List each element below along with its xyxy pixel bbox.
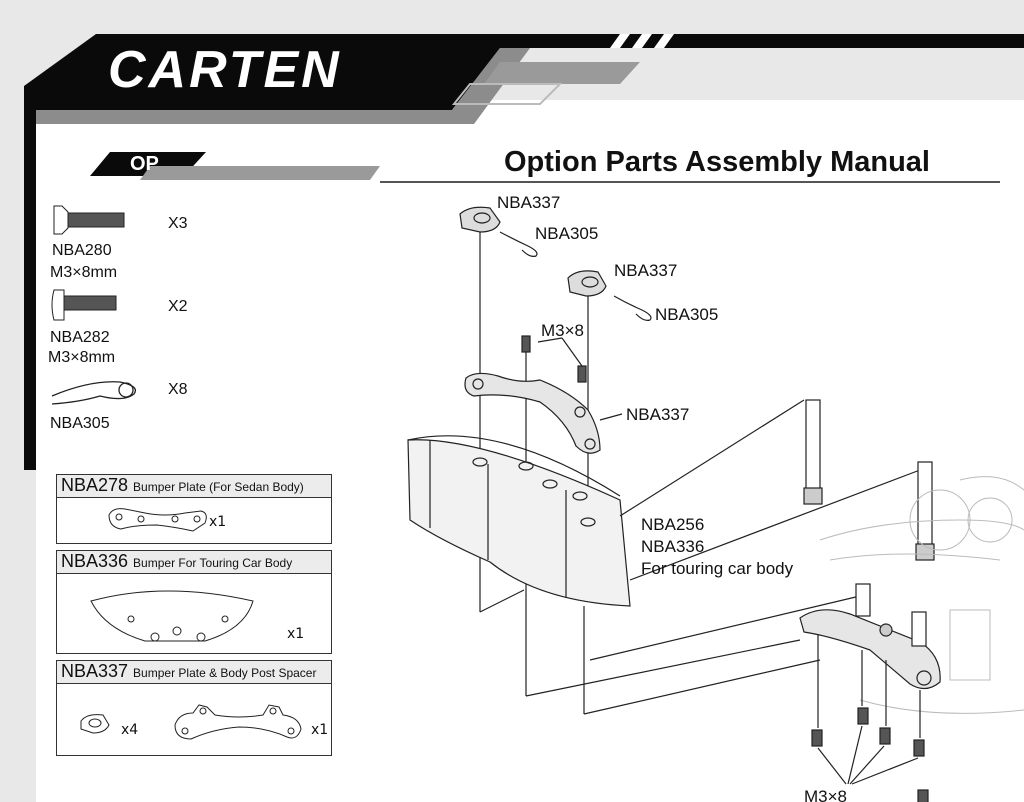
body-clip-icon: [51, 381, 137, 405]
body-post-part: [917, 461, 933, 547]
flat-head-screw-icon: [53, 205, 125, 235]
callout-clip-top: NBA305: [535, 224, 599, 243]
callout-bumper-note: For touring car body: [641, 559, 794, 578]
button-head-screw-icon: [51, 289, 117, 321]
chassis-plate-part: [799, 609, 941, 690]
hw-code-1: NBA280: [52, 242, 112, 259]
part-box-qty-small: x4: [121, 722, 139, 738]
screw-part: [879, 727, 891, 745]
callout-screw-bottom: M3×8: [804, 787, 847, 802]
hw-code-3: NBA305: [50, 415, 110, 432]
clip-part-mid: [613, 295, 652, 321]
hw-qty-1: X3: [168, 215, 188, 232]
part-box-nba278: NBA278 Bumper Plate (For Sedan Body) x1: [56, 474, 332, 544]
bumper-part: [407, 439, 631, 607]
bumper-plate-part: [464, 372, 601, 454]
part-box-code: NBA278: [61, 475, 129, 495]
part-box-qty: x1: [287, 626, 305, 642]
part-box-desc: Bumper For Touring Car Body: [133, 556, 293, 570]
hw-size-1: M3×8mm: [50, 264, 118, 281]
part-box-nba336: NBA336 Bumper For Touring Car Body x1: [56, 550, 332, 654]
spacer-part-mid: [567, 270, 607, 297]
part-box-code: NBA336: [61, 551, 129, 571]
screw-part: [521, 335, 531, 353]
clip-part-top: [499, 231, 538, 257]
hw-qty-3: X8: [168, 381, 188, 398]
callout-bumper-code-1: NBA256: [641, 515, 705, 534]
screw-part: [857, 707, 869, 725]
header-band: [24, 34, 1024, 470]
page-title: Option Parts Assembly Manual: [504, 146, 930, 178]
part-box-desc: Bumper Plate & Body Post Spacer: [133, 666, 317, 680]
header-stripe: [36, 48, 530, 124]
bumper-plate-sketch: [108, 508, 207, 532]
callout-plate: NBA337: [626, 405, 690, 424]
screw-part: [917, 789, 929, 802]
part-box-desc: Bumper Plate (For Sedan Body): [133, 480, 304, 494]
screw-part: [913, 739, 925, 757]
part-box-code: NBA337: [61, 661, 129, 681]
callout-clip-mid: NBA305: [655, 305, 719, 324]
screw-part: [811, 729, 823, 747]
op-badge: OP: [130, 153, 159, 175]
part-box-nba337: NBA337 Bumper Plate & Body Post Spacer x…: [56, 660, 332, 756]
assembly-diagram: [407, 206, 1024, 802]
callout-spacer-top: NBA337: [497, 193, 561, 212]
hw-qty-2: X2: [168, 298, 188, 315]
callout-bumper-code-2: NBA336: [641, 537, 705, 556]
part-box-qty: x1: [311, 722, 329, 738]
spacer-sketch: [80, 714, 110, 734]
callout-spacer-mid: NBA337: [614, 261, 678, 280]
body-post-part: [805, 399, 821, 491]
hw-code-2: NBA282: [50, 329, 110, 346]
plate-sketch: [174, 704, 302, 740]
callout-screw-top: M3×8: [541, 321, 584, 340]
screw-part: [577, 365, 587, 383]
brand-logo: CARTEN: [108, 41, 342, 99]
part-box-qty: x1: [209, 514, 227, 530]
spacer-part-top: [459, 206, 501, 233]
bumper-sketch: [90, 590, 254, 642]
hw-size-2: M3×8mm: [48, 349, 116, 366]
